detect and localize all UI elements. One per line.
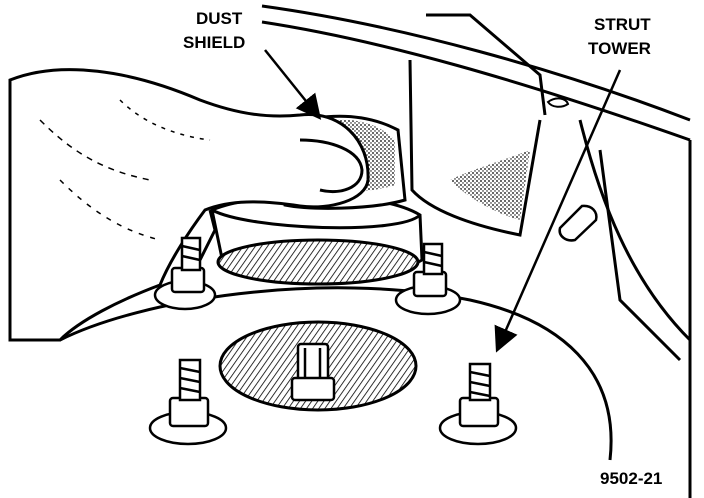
stud-front-left [148,358,228,446]
label-dust: DUST [196,9,243,28]
stud-front-right [438,362,518,446]
label-strut: STRUT [594,15,651,34]
figure-number: 9502-21 [600,469,662,488]
tower-shading [450,150,530,220]
tower-clip [546,97,570,108]
strut-rod-nut [290,342,336,402]
strut-tower-leader [494,69,622,353]
hand [8,68,370,342]
stud-rear-right [394,242,462,316]
stud-rear-left [153,236,217,311]
tower-tab [558,204,598,242]
strut-tower-body [261,4,692,498]
dust-shield-leader [264,49,322,120]
label-shield: SHIELD [183,33,245,52]
label-tower: TOWER [588,39,651,58]
